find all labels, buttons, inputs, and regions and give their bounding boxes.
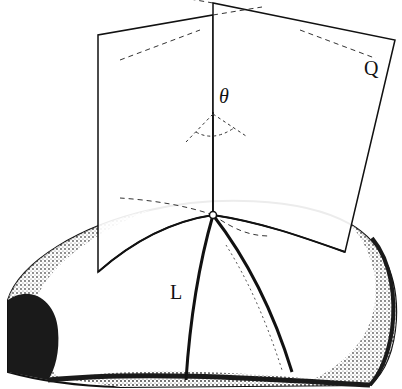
point: [210, 212, 217, 219]
surface-edge: [370, 238, 393, 385]
surface-edge: [48, 376, 370, 385]
figure-label: θ: [217, 86, 231, 106]
curve: [213, 215, 292, 372]
figure-label: L: [168, 282, 184, 302]
angle-mark: [186, 114, 246, 142]
plane-q: [213, 3, 395, 252]
surface-opening: [8, 294, 58, 380]
curve-shadow: [226, 245, 282, 370]
curve-l: [186, 215, 213, 380]
surface-curve: [98, 215, 345, 272]
figure-label: Q: [362, 58, 380, 78]
intersection-line: [212, 112, 214, 215]
hidden-edge: [120, 0, 380, 236]
surface-shading: [300, 224, 396, 385]
